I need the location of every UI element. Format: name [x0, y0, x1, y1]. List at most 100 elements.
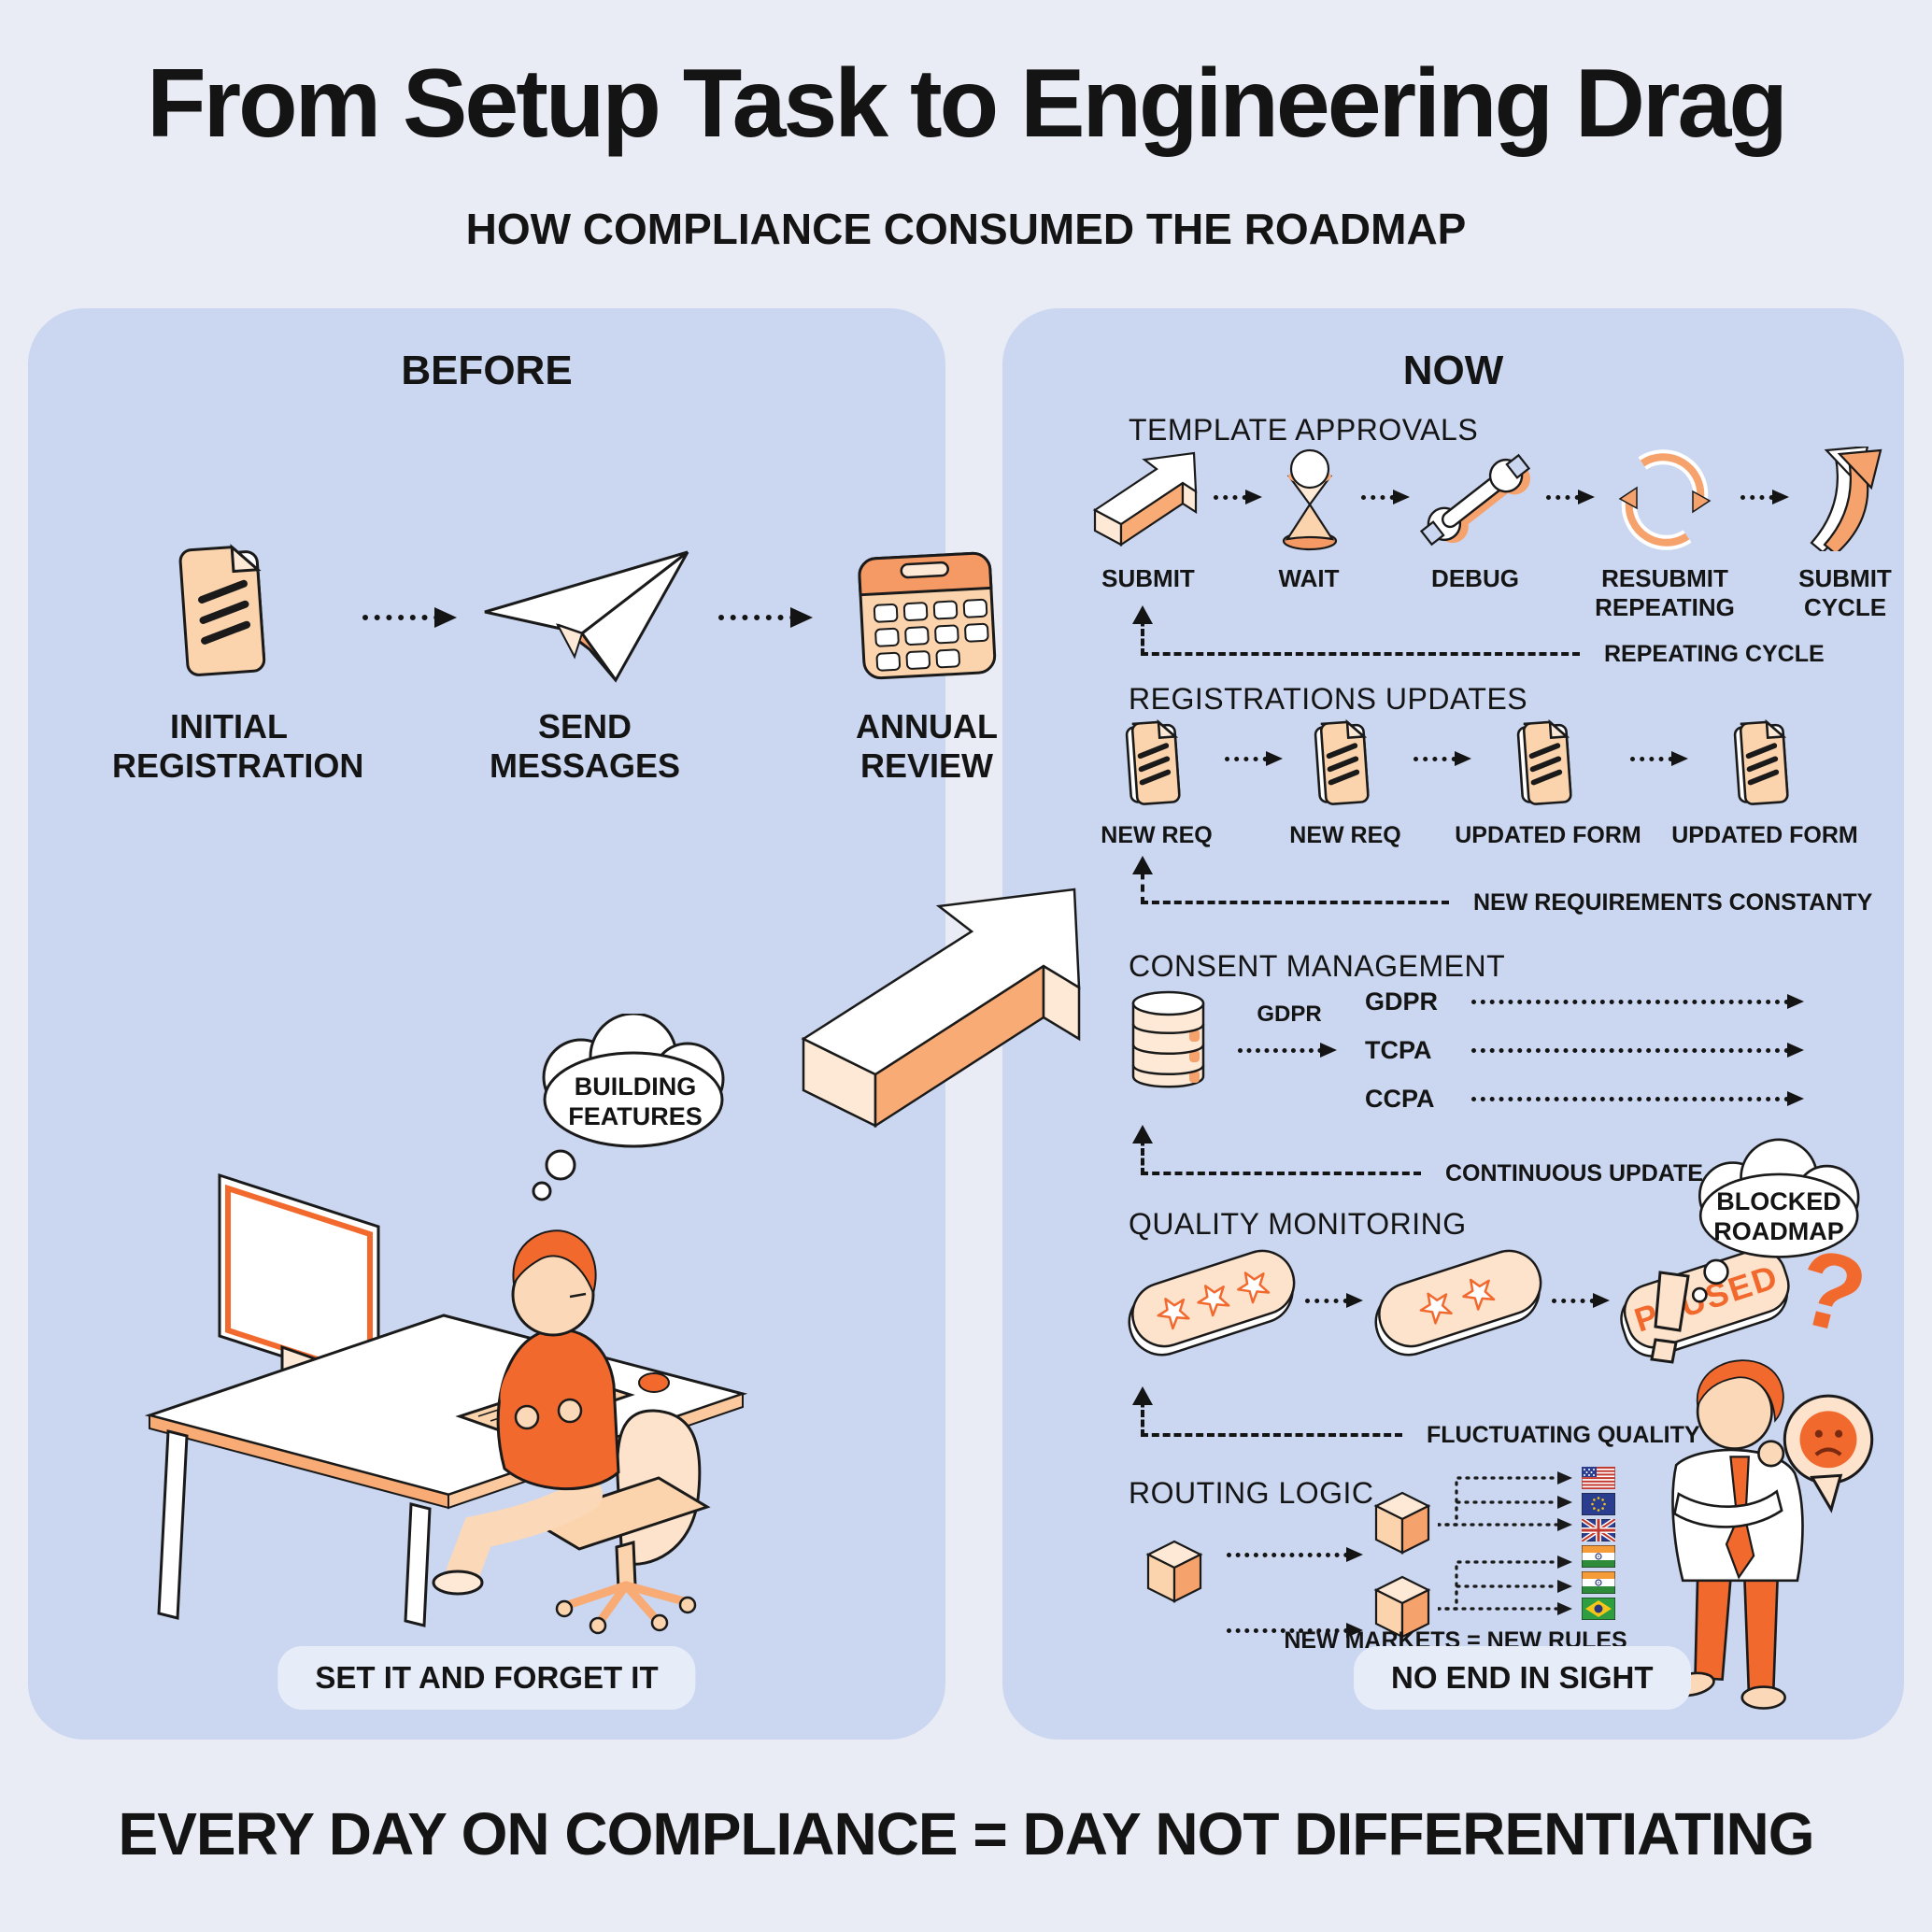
flow-arrow-icon	[1471, 1042, 1804, 1058]
flow-arrow-icon	[1552, 1293, 1610, 1308]
consent-row: TCPA	[1365, 1026, 1804, 1074]
regulation-label: GDPR	[1365, 987, 1439, 1016]
before-panel-title: BEFORE	[401, 348, 573, 393]
consent-feedback: CONTINUOUS UPDATE	[1132, 1125, 1703, 1186]
document-icon	[1727, 716, 1802, 811]
blocked-roadmap-thought-bubble: BLOCKED ROADMAP	[1673, 1138, 1888, 1311]
consent-rows: GDPR TCPA CCPA	[1365, 977, 1804, 1123]
thought-cloud-icon	[532, 1014, 725, 1201]
flow-arrow-icon	[1546, 490, 1595, 504]
before-step-label: ANNUAL REVIEW	[856, 707, 998, 786]
section-title-template-approvals: TEMPLATE APPROVALS	[1129, 413, 1479, 447]
flow-arrow-icon	[1227, 1547, 1363, 1562]
ta-step-label: RESUBMIT REPEATING	[1595, 564, 1735, 621]
submit-arrow-icon	[1089, 447, 1207, 551]
now-panel: NOW TEMPLATE APPROVALS SUBMIT	[1002, 308, 1904, 1740]
ta-step-wait: WAIT	[1262, 447, 1356, 593]
feedback-label: REPEATING CYCLE	[1604, 641, 1825, 667]
consent-source-label: GDPR	[1257, 1002, 1322, 1027]
document-icon	[1119, 716, 1194, 811]
cycle-arrows-icon	[1614, 447, 1715, 551]
cube-icon	[1372, 1575, 1432, 1641]
regulation-label: CCPA	[1365, 1084, 1435, 1113]
flow-arrow-icon	[1214, 490, 1262, 504]
ta-step-debug: DEBUG	[1410, 447, 1541, 593]
flag-india-icon	[1582, 1545, 1615, 1568]
flow-arrow-icon	[1471, 993, 1804, 1009]
regulation-label: TCPA	[1365, 1035, 1432, 1064]
section-title-consent-management: CONSENT MANAGEMENT	[1129, 949, 1506, 983]
flow-arrow-icon	[1225, 751, 1283, 766]
ta-step-label: DEBUG	[1431, 564, 1519, 592]
flow-arrow-icon	[1630, 751, 1688, 766]
document-icon	[1511, 716, 1585, 811]
person-leg	[1694, 1574, 1732, 1682]
three-star-rating-badge	[1115, 1233, 1301, 1373]
ru-step-label: NEW REQ	[1289, 822, 1401, 848]
exclamation-icon	[1649, 1271, 1696, 1369]
flow-arrow-icon	[1740, 490, 1789, 504]
ta-step-label: SUBMIT	[1101, 564, 1195, 592]
building-features-thought-bubble: BUILDING FEATURES	[514, 1014, 757, 1205]
flow-arrow-icon	[1361, 490, 1410, 504]
developer-at-desk-illustration	[131, 1102, 775, 1635]
ru-step: NEW REQ	[1285, 716, 1406, 850]
wrench-icon	[1410, 447, 1541, 551]
question-mark-icon: ?	[1785, 1235, 1879, 1357]
database-icon	[1124, 983, 1213, 1100]
flag-us-icon	[1582, 1467, 1615, 1489]
transition-arrow-icon	[789, 880, 1118, 1146]
person-hair	[512, 1229, 597, 1297]
registrations-feedback: NEW REQUIREMENTS CONSTANTY	[1132, 856, 1872, 916]
consent-row: GDPR	[1365, 977, 1804, 1026]
ru-step: UPDATED FORM	[1455, 716, 1641, 850]
quality-feedback: FLUCTUATING QUALITY	[1132, 1386, 1700, 1448]
thought-cloud-icon	[1691, 1138, 1860, 1303]
person-leg	[1743, 1574, 1780, 1693]
person-hair	[1696, 1359, 1784, 1423]
ru-step-label: NEW REQ	[1101, 822, 1213, 848]
flow-arrow-icon	[1413, 751, 1471, 766]
thought-text: BUILDING FEATURES	[568, 1073, 703, 1131]
flow-arrow-icon	[1305, 1293, 1363, 1308]
feedback-label: NEW REQUIREMENTS CONSTANTY	[1473, 889, 1873, 916]
before-step-annual-review: ANNUAL REVIEW	[824, 531, 1030, 787]
mouse-icon	[638, 1372, 670, 1393]
ta-step-submit-cycle: SUBMIT CYCLE	[1789, 447, 1901, 621]
calendar-icon	[852, 531, 1002, 685]
feedback-label: CONTINUOUS UPDATE	[1445, 1160, 1703, 1186]
flow-arrow-icon	[1238, 1043, 1337, 1058]
flag-uk-icon	[1582, 1519, 1615, 1541]
hourglass-icon	[1269, 447, 1349, 551]
person-legs	[447, 1478, 603, 1588]
flag-brazil-icon	[1582, 1598, 1615, 1620]
registrations-flow: NEW REQ NEW REQ UPDATED FORM UPDATED FOR…	[1096, 716, 1858, 850]
routing-flags	[1582, 1467, 1615, 1620]
flow-arrow-icon	[1227, 1623, 1363, 1638]
before-step-initial-registration: INITIAL REGISTRATION	[112, 531, 364, 787]
flow-arrow-icon	[362, 607, 457, 628]
template-approvals-flow: SUBMIT WAIT	[1088, 447, 1901, 621]
ta-step-resubmit: RESUBMIT REPEATING	[1595, 447, 1735, 621]
consent-source: GDPR	[1238, 1002, 1341, 1058]
section-title-quality-monitoring: QUALITY MONITORING	[1129, 1207, 1467, 1241]
flag-eu-icon	[1582, 1493, 1615, 1515]
now-panel-title: NOW	[1402, 348, 1504, 393]
before-badge: SET IT AND FORGET IT	[277, 1646, 696, 1710]
ru-step-label: UPDATED FORM	[1671, 822, 1858, 848]
cube-icon	[1144, 1540, 1204, 1605]
now-badge: NO END IN SIGHT	[1354, 1646, 1691, 1710]
before-step-label: INITIAL REGISTRATION	[112, 707, 364, 786]
routing-bracket-icon	[1438, 1467, 1580, 1598]
swoosh-arrow-icon	[1798, 447, 1892, 551]
template-approvals-feedback: REPEATING CYCLE	[1132, 605, 1825, 667]
ta-step-submit: SUBMIT	[1088, 447, 1208, 593]
flow-arrow-icon	[718, 607, 813, 628]
paper-plane-icon	[477, 531, 692, 685]
person-arm	[1672, 1489, 1783, 1528]
thought-text: BLOCKED ROADMAP	[1713, 1187, 1844, 1246]
before-step-label: SEND MESSAGES	[489, 707, 681, 786]
person-hand	[1757, 1440, 1785, 1468]
ta-step-label: WAIT	[1278, 564, 1340, 592]
consent-row: CCPA	[1365, 1074, 1804, 1123]
